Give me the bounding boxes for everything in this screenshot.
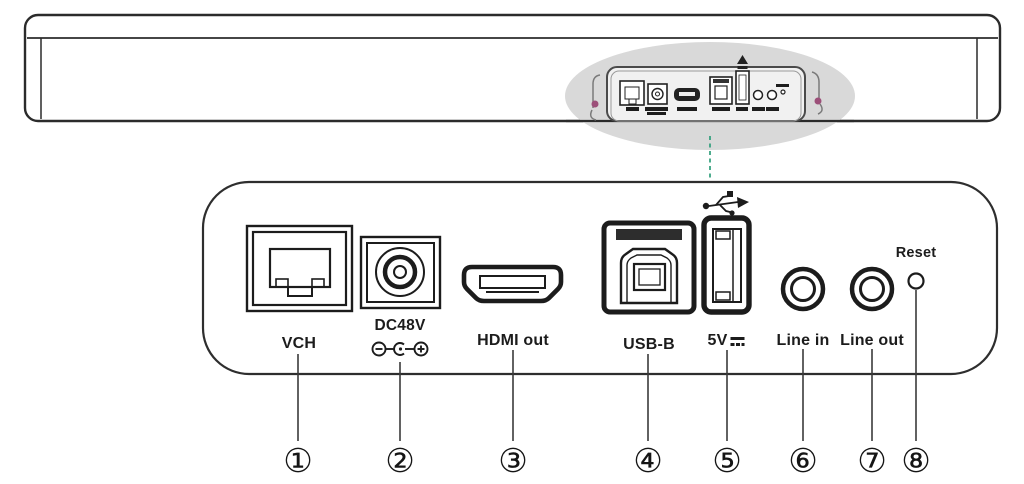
dc-power-jack [359, 235, 442, 310]
reset-hole [907, 272, 925, 290]
usb-a-5v-port [701, 215, 752, 315]
usb-icon [702, 191, 749, 216]
callout-number-2: ② [385, 441, 415, 480]
line-out-label: Line out [840, 332, 904, 349]
usb-b-port [601, 220, 697, 315]
mini-line-in-jack [752, 89, 764, 101]
mount-ear-right [811, 71, 823, 115]
callout-number-3: ③ [498, 441, 528, 480]
callout-number-6: ⑥ [788, 441, 818, 480]
usb-5v-label: 5V [708, 332, 747, 350]
mini-usb-b-port [709, 76, 733, 105]
mini-vch-port [619, 80, 645, 106]
usb-5v-label-text: 5V [707, 332, 728, 349]
mini-dc-port [647, 83, 668, 105]
hdmi-out-label: HDMI out [477, 332, 549, 349]
dc-voltage-icon [730, 336, 745, 346]
center-positive-polarity-icon [371, 341, 429, 357]
screw-icon [591, 100, 599, 108]
callout-leader-lines [297, 290, 917, 441]
callout-number-1: ① [283, 441, 313, 480]
reset-label: Reset [895, 245, 937, 261]
hdmi-out-port [461, 264, 564, 304]
mount-ear-left [589, 74, 601, 121]
mini-reset-hole [780, 89, 786, 95]
usb-up-arrow-icon [737, 55, 748, 69]
dc48v-label: DC48V [374, 317, 426, 334]
mini-port-labels [626, 84, 789, 115]
mini-usb-a-port [735, 55, 750, 105]
callout-number-5: ⑤ [712, 441, 742, 480]
callout-number-7: ⑦ [857, 441, 887, 480]
line-in-jack [780, 266, 826, 312]
rear-panel-outline [201, 180, 999, 376]
mini-line-out-jack [766, 89, 778, 101]
vch-label: VCH [281, 335, 317, 352]
usb-b-label: USB-B [623, 336, 675, 353]
callout-number-8: ⑧ [901, 441, 931, 480]
screw-icon [814, 97, 822, 105]
line-out-jack [849, 266, 895, 312]
mini-rear-panel-inset [589, 55, 823, 122]
line-in-label: Line in [776, 332, 830, 349]
vch-rj45-port [245, 224, 354, 313]
callout-number-4: ④ [633, 441, 663, 480]
soundbar-body [23, 13, 1002, 123]
mini-hdmi-port [674, 88, 700, 101]
